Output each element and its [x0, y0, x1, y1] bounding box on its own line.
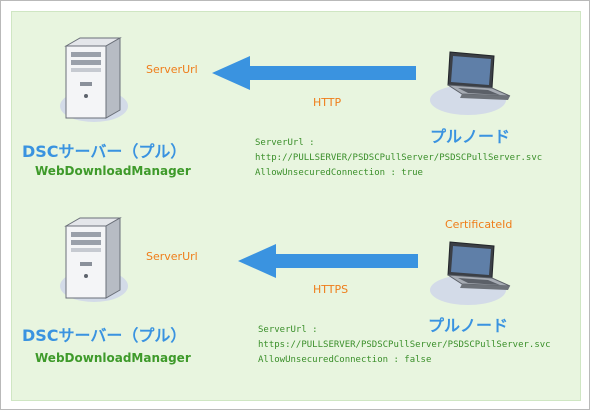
left-arrow-icon — [238, 244, 418, 278]
config-line: https://PULLSERVER/PSDSCPullServer/PSDSC… — [258, 340, 551, 350]
laptop-icon — [430, 241, 511, 305]
node-label: プルノード — [430, 127, 511, 146]
protocol-label: HTTP — [313, 96, 342, 109]
left-arrow-icon — [212, 56, 416, 90]
server-tower-icon — [60, 37, 128, 122]
server-label: DSCサーバー（プル） — [22, 142, 187, 161]
certificate-id-label: CertificateId — [445, 218, 513, 231]
server-label: DSCサーバー（プル） — [22, 326, 187, 345]
config-line: ServerUrl : — [258, 325, 318, 335]
server-url-label: ServerUrl — [146, 63, 198, 76]
server-tower-icon — [60, 217, 128, 302]
server-url-label: ServerUrl — [146, 250, 198, 263]
server-module-label: WebDownloadManager — [35, 164, 191, 178]
node-label: プルノード — [428, 316, 509, 335]
protocol-label: HTTPS — [313, 283, 349, 296]
config-line: AllowUnsecuredConnection : true — [255, 168, 423, 178]
config-line: ServerUrl : — [255, 138, 315, 148]
laptop-icon — [430, 51, 511, 115]
config-line: AllowUnsecuredConnection : false — [258, 355, 432, 365]
server-module-label: WebDownloadManager — [35, 351, 191, 365]
config-line: http://PULLSERVER/PSDSCPullServer/PSDSCP… — [255, 153, 543, 163]
